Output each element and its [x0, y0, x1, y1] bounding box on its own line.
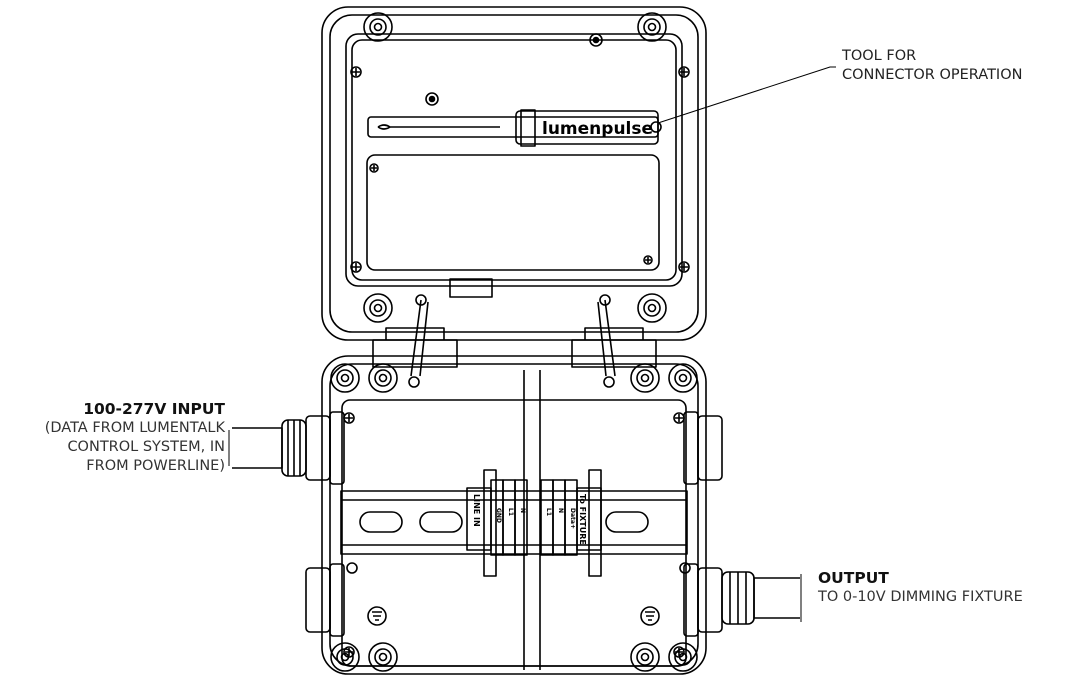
- input-title: 100-277V INPUT: [83, 400, 225, 418]
- input-line2: CONTROL SYSTEM, IN: [67, 439, 225, 455]
- output-callout: OUTPUT TO 0-10V DIMMING FIXTURE: [818, 569, 1023, 607]
- terminal-label: N: [557, 508, 564, 513]
- tool-brand: lumenpulse: [542, 119, 653, 139]
- din-rail: [340, 490, 688, 555]
- terminal-label: L1: [545, 508, 552, 516]
- input-line1: (DATA FROM LUMENTALK: [44, 420, 225, 436]
- input-callout: 100-277V INPUT (DATA FROM LUMENTALK CONT…: [45, 400, 225, 476]
- terminal-labels: GND L1 N L1 N Data+: [495, 508, 576, 529]
- cable-gland-output: [683, 563, 800, 637]
- tool-callout-line1: TOOL FOR: [842, 48, 917, 64]
- to-fixture-label: To FIXTURE: [578, 494, 587, 545]
- tool-callout-line2: CONNECTOR OPERATION: [842, 67, 1023, 83]
- output-title: OUTPUT: [818, 569, 889, 587]
- terminal-block: [466, 469, 602, 577]
- tool-callout: TOOL FOR CONNECTOR OPERATION: [842, 47, 1022, 85]
- enclosure-base: [321, 355, 707, 675]
- enclosure-lid: [321, 6, 707, 341]
- terminal-label: L1: [507, 508, 514, 516]
- tool-leader-line: [657, 66, 836, 124]
- terminal-label: N: [519, 508, 526, 513]
- cable-gland-left-lower: [305, 563, 345, 637]
- connector-tool: [367, 109, 662, 147]
- cable-gland-right-upper: [683, 411, 723, 485]
- hinges: [372, 299, 657, 377]
- line-in-label: LINE IN: [472, 494, 481, 527]
- input-line3: FROM POWERLINE): [86, 458, 225, 474]
- terminal-label: Data+: [569, 508, 576, 529]
- output-line1: TO 0-10V DIMMING FIXTURE: [818, 589, 1023, 605]
- terminal-label: GND: [495, 508, 502, 523]
- cable-gland-input: [232, 411, 345, 485]
